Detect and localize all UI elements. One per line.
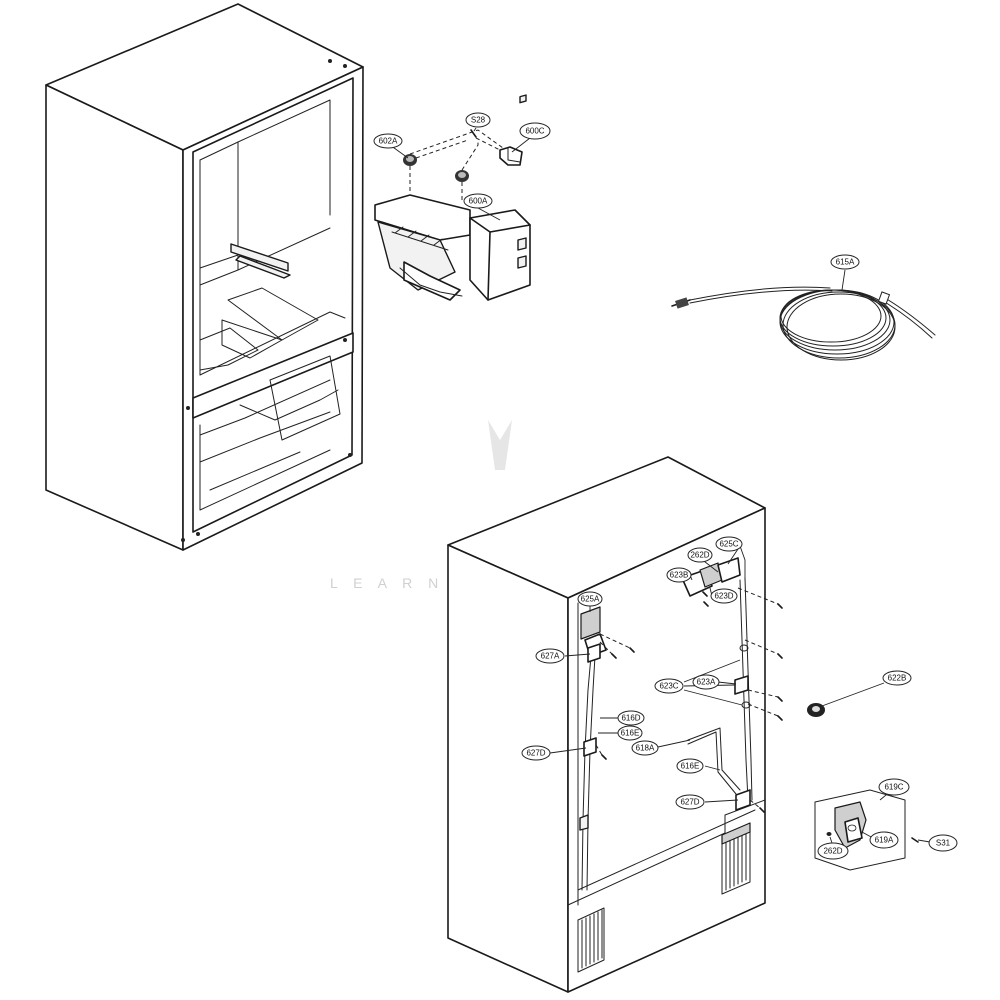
callout-627D-right-label: 627D: [680, 798, 699, 807]
control-box-connector: [519, 94, 527, 104]
callout-622B-label: 622B: [888, 674, 907, 683]
rear-cabinet-back: [567, 507, 766, 993]
callout-627D-left-label: 627D: [526, 749, 545, 758]
tube-clamp-627D-right: [735, 789, 751, 811]
callout-627A: 627A: [535, 648, 565, 664]
callout-262D-inset-label: 262D: [823, 847, 842, 856]
callout-619C-label: 619C: [884, 783, 903, 792]
callout-S31: S31: [928, 834, 958, 852]
screw-s28: [470, 129, 477, 138]
callout-619A-label: 619A: [875, 836, 894, 845]
water-supply-tube: [671, 286, 936, 361]
screws: [601, 591, 783, 813]
callout-623D-label: 623D: [714, 592, 733, 601]
callout-627A-label: 627A: [541, 652, 560, 661]
detail-inset-619C: [814, 789, 919, 871]
callout-615A-label: 615A: [836, 258, 855, 267]
callout-625C: 625C: [715, 536, 743, 552]
part-622B: [807, 703, 825, 717]
callout-625A: 625A: [577, 591, 603, 607]
callout-616D-label: 616D: [621, 714, 640, 723]
callout-619A: 619A: [869, 831, 899, 849]
callout-623B: 623B: [666, 567, 692, 583]
cabinet-front-face: [182, 66, 364, 551]
callout-600A-label: 600A: [469, 197, 488, 206]
callout-623D: 623D: [710, 588, 738, 604]
callout-S28-label: S28: [471, 116, 486, 125]
callout-622B: 622B: [882, 670, 912, 686]
callout-600C-label: 600C: [525, 127, 544, 136]
callout-623A-label: 623A: [697, 678, 716, 687]
callout-623C-label: 623C: [659, 682, 678, 691]
tube-clamp-627D-left: [583, 737, 597, 757]
callout-627D-left: 627D: [521, 745, 551, 761]
tube-clamp-627A: [587, 643, 601, 663]
callout-616E-left: 616E: [617, 725, 643, 741]
grommet-right: [455, 170, 469, 182]
callout-262D-top: 262D: [687, 547, 713, 563]
callout-600C: 600C: [519, 122, 551, 140]
cabinet-divider: [192, 332, 354, 419]
callout-625A-label: 625A: [581, 595, 600, 604]
mounting-bracket: [499, 146, 523, 166]
callout-623B-label: 623B: [670, 571, 689, 580]
valve-bracket-625C: [717, 557, 741, 583]
ice-maker-assembly: [374, 94, 531, 301]
vent-grille-lower: [577, 907, 605, 973]
callout-616E-right: 616E: [676, 758, 704, 774]
callout-625C-label: 625C: [719, 540, 738, 549]
callout-616D: 616D: [617, 710, 645, 726]
callout-S31-label: S31: [936, 839, 951, 848]
callout-616E-left-label: 616E: [621, 729, 640, 738]
refrigerator-cabinet: [45, 3, 364, 551]
callout-623C: 623C: [654, 678, 684, 694]
ice-maker-control-box: [469, 209, 531, 301]
vent-grille-upper: [721, 822, 751, 895]
water-valve-625A: [580, 606, 601, 640]
callout-623A: 623A: [692, 674, 720, 690]
tube-coil: [779, 289, 896, 361]
callout-602A: 602A: [373, 133, 403, 149]
callout-615A: 615A: [830, 254, 860, 270]
callout-262D-top-label: 262D: [690, 551, 709, 560]
callout-627D-right: 627D: [675, 794, 705, 810]
callout-618A-label: 618A: [636, 744, 655, 753]
rear-cabinet-side: [447, 544, 569, 993]
callout-600A: 600A: [463, 193, 493, 209]
cabinet-side-face: [45, 84, 184, 551]
shelf-rail: [230, 243, 289, 272]
callout-262D-inset: 262D: [817, 842, 849, 860]
callout-619C: 619C: [878, 778, 910, 796]
callout-618A: 618A: [631, 740, 659, 756]
callout-602A-label: 602A: [379, 137, 398, 146]
callout-S28: S28: [465, 112, 491, 128]
callout-616E-right-label: 616E: [681, 762, 700, 771]
tube-clip-623A: [734, 675, 749, 695]
